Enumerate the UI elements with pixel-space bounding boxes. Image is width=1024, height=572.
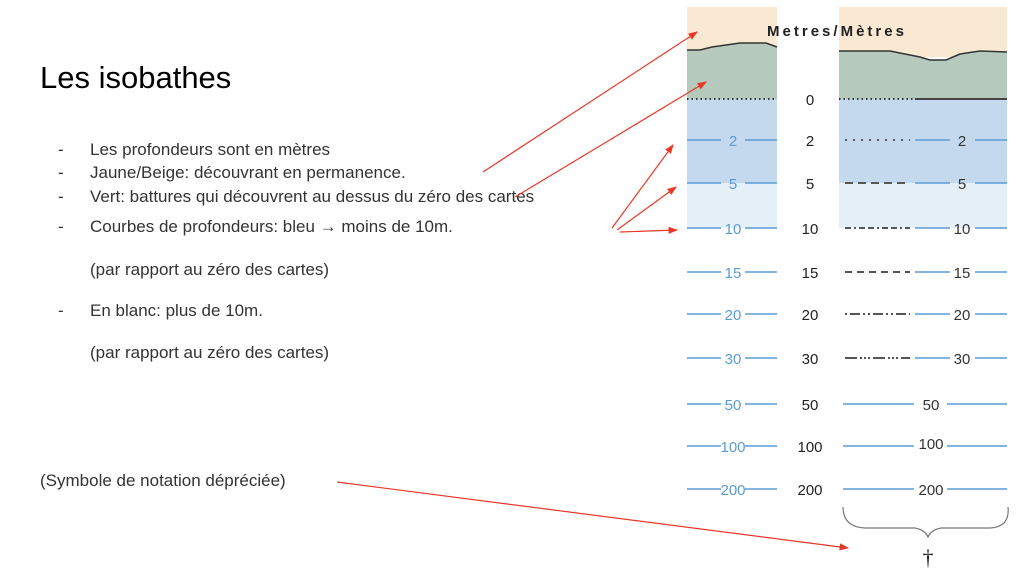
units-header: Metres/Mètres	[767, 23, 907, 40]
contour-label-50: 50	[725, 397, 742, 414]
bullet-text: Jaune/Beige: découvrant en permanence.	[90, 163, 406, 182]
shallow-blue-zone	[687, 99, 777, 183]
depth-label-20: 20	[802, 307, 819, 324]
pointer-arrow	[482, 31, 699, 173]
depth-label-30: 30	[802, 351, 819, 368]
contour-label-15: 15	[725, 265, 742, 282]
depth-label-2: 2	[806, 133, 814, 150]
right-label-200: 200	[918, 482, 943, 499]
depth-label-10: 10	[802, 221, 819, 238]
depth-label-15: 15	[802, 265, 819, 282]
depth-label-5: 5	[806, 176, 814, 193]
dagger-symbol: †	[923, 545, 934, 570]
bullet-dash: -	[58, 163, 64, 182]
bullet-text: Vert: battures qui découvrent au dessus …	[90, 187, 535, 206]
right-label-100: 100	[918, 436, 943, 453]
bullet-dash: -	[58, 301, 64, 320]
right-label-5: 5	[958, 176, 966, 193]
pointer-arrow	[611, 144, 674, 229]
curly-brace	[842, 506, 1009, 539]
deprecated-symbol-note: (Symbole de notation dépréciée)	[40, 471, 286, 490]
light-blue-zone	[687, 183, 777, 228]
beige-zone	[839, 7, 1007, 57]
green-zone	[687, 43, 777, 99]
contour-label-10: 10	[725, 221, 742, 238]
pointer-arrow	[619, 226, 679, 234]
depth-label-100: 100	[797, 439, 822, 456]
bullet-text: Les profondeurs sont en mètres	[90, 140, 331, 159]
contour-label-100: 100	[720, 439, 745, 456]
bullet-dash: -	[58, 140, 64, 159]
bullet-text: En blanc: plus de 10m.	[90, 301, 263, 320]
depth-label-50: 50	[802, 397, 819, 414]
bullet-text: (par rapport au zéro des cartes)	[90, 260, 330, 279]
contour-label-2: 2	[729, 133, 737, 150]
contour-label-5: 5	[729, 176, 737, 193]
coastline	[839, 50, 1008, 61]
coastline	[687, 42, 778, 51]
depth-label-200: 200	[797, 482, 822, 499]
slide-title: Les isobathes	[40, 60, 232, 95]
right-label-15: 15	[954, 265, 971, 282]
bullet-dash: -	[58, 217, 64, 236]
right-label-10: 10	[954, 221, 971, 238]
shallow-blue-zone	[839, 99, 1007, 183]
bullet-text: (par rapport au zéro des cartes)	[90, 343, 330, 362]
right-label-30: 30	[954, 351, 971, 368]
contour-label-20: 20	[725, 307, 742, 324]
contour-label-30: 30	[725, 351, 742, 368]
light-blue-zone	[839, 183, 1007, 228]
bullet-dash: -	[58, 187, 64, 206]
right-label-50: 50	[923, 397, 940, 414]
bullet-text: Courbes de profondeurs: bleu → moins de …	[90, 217, 453, 236]
pointer-arrow	[336, 481, 850, 551]
right-label-2: 2	[958, 133, 966, 150]
pointer-arrow	[514, 81, 708, 198]
right-label-20: 20	[954, 307, 971, 324]
contour-label-200: 200	[720, 482, 745, 499]
depth-label-0: 0	[806, 92, 814, 109]
pointer-arrow	[616, 186, 677, 231]
green-zone	[839, 51, 1007, 99]
